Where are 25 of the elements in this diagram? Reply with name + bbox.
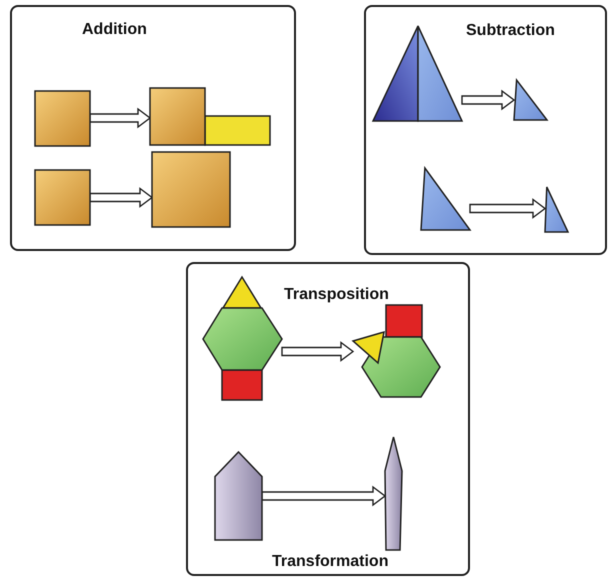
panel bbox=[364, 5, 607, 255]
hollow-arrow bbox=[89, 187, 154, 208]
pentagon-shape bbox=[215, 452, 262, 540]
shape-drawing bbox=[150, 88, 270, 145]
panel bbox=[10, 5, 296, 251]
shape-drawing bbox=[353, 305, 440, 398]
square-shape bbox=[152, 152, 230, 227]
panel-title: Addition bbox=[82, 21, 147, 39]
square-shape bbox=[35, 170, 90, 225]
panel bbox=[186, 262, 470, 576]
panel-title: Transposition bbox=[284, 286, 389, 304]
panel-title: Transformation bbox=[272, 553, 388, 571]
shape-drawing bbox=[203, 277, 282, 400]
hollow-arrow bbox=[461, 90, 516, 110]
triangle-shape bbox=[545, 187, 568, 232]
square-shape bbox=[35, 91, 90, 146]
triangle-shape bbox=[514, 80, 547, 120]
hollow-arrow bbox=[469, 198, 546, 219]
spike-shape bbox=[385, 437, 402, 550]
triangle-shape bbox=[421, 168, 470, 230]
panel-title: Subtraction bbox=[466, 22, 555, 40]
shape-drawing bbox=[373, 26, 462, 121]
hollow-arrow bbox=[89, 108, 152, 128]
hollow-arrow bbox=[281, 341, 354, 362]
hollow-arrow bbox=[261, 486, 386, 506]
